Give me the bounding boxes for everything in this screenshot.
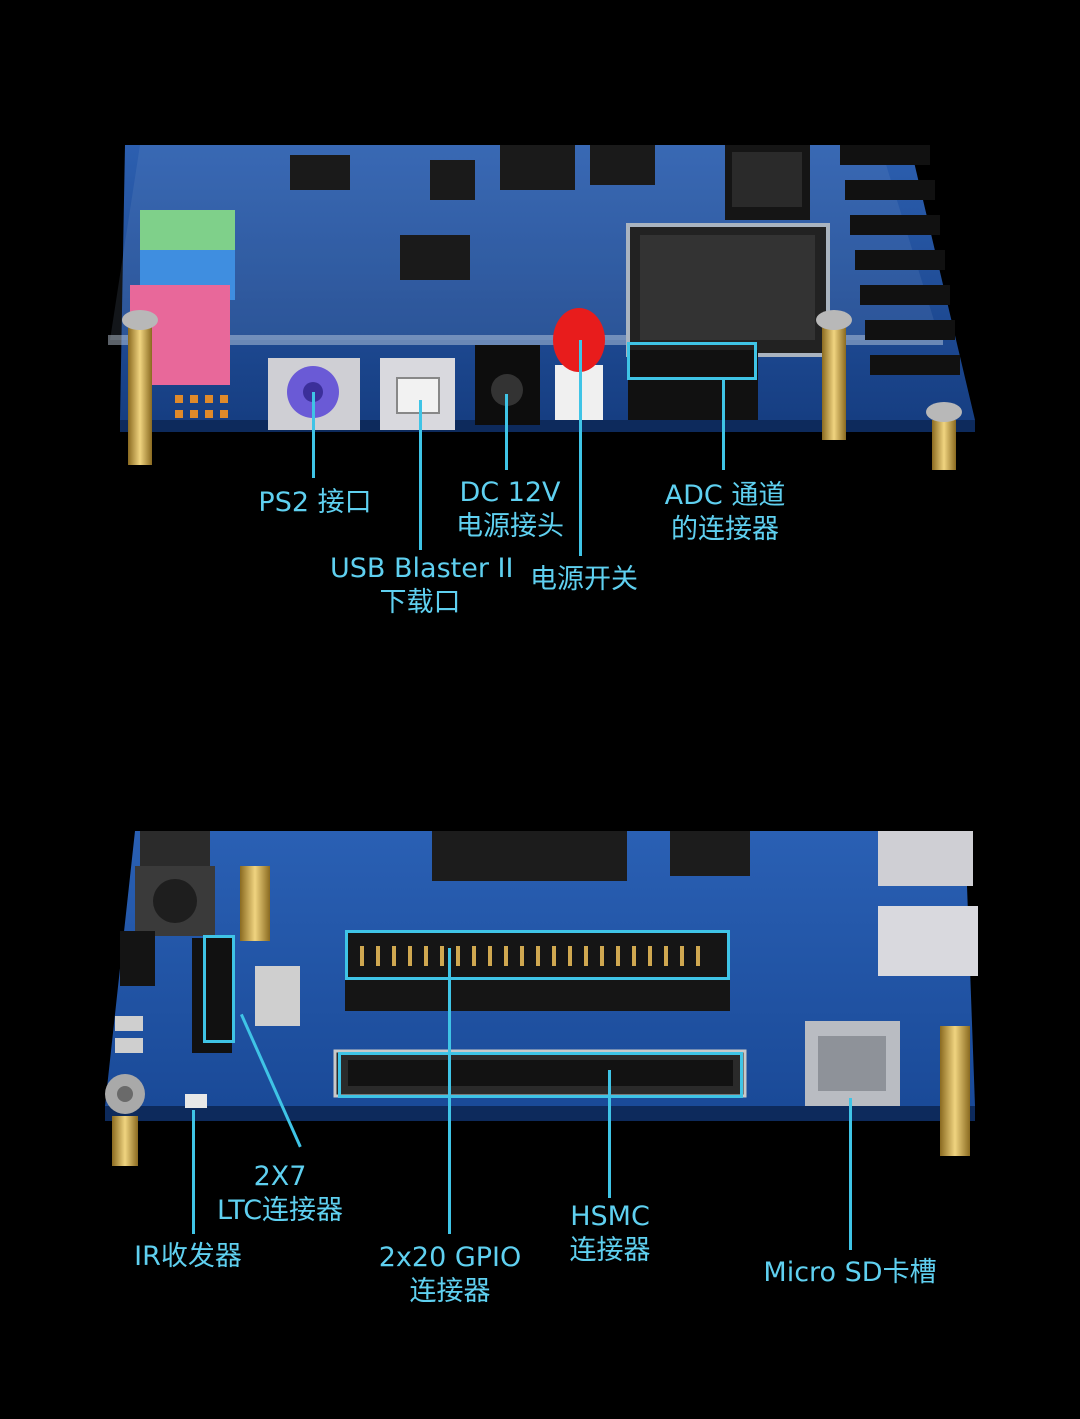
sd-label: Micro SD卡槽 xyxy=(763,1257,937,1288)
gpio-leader xyxy=(448,948,451,1234)
adc-callout: ADC 通道 的连接器 xyxy=(660,479,790,547)
ir-leader xyxy=(192,1110,195,1234)
sd-callout: Micro SD卡槽 xyxy=(750,1256,950,1290)
power-switch-leader xyxy=(579,340,582,556)
gpio-label-line1: 2x20 GPIO xyxy=(378,1242,522,1273)
adc-highlight-box xyxy=(627,342,757,380)
gpio-highlight-box xyxy=(345,930,730,980)
hsmc-callout: HSMC 连接器 xyxy=(550,1200,670,1268)
ir-callout: IR收发器 xyxy=(118,1240,258,1274)
ltc-callout: 2X7 LTC连接器 xyxy=(205,1160,355,1228)
ltc-label-line1: 2X7 xyxy=(253,1161,307,1192)
board-photo-bottom xyxy=(0,826,1080,1166)
ir-label: IR收发器 xyxy=(134,1241,242,1272)
power-switch-callout: 电源开关 xyxy=(524,563,644,597)
adc-label-line2: 的连接器 xyxy=(671,514,779,545)
dc-callout: DC 12V 电源接头 xyxy=(450,476,570,544)
adc-leader xyxy=(722,380,725,470)
hsmc-label-line2: 连接器 xyxy=(569,1235,651,1266)
ltc-highlight-box xyxy=(203,935,235,1043)
ltc-label-line2: LTC连接器 xyxy=(216,1195,344,1226)
gpio-callout: 2x20 GPIO 连接器 xyxy=(365,1241,535,1309)
board-photo-top xyxy=(0,140,1080,470)
dc-label-line1: DC 12V xyxy=(459,477,561,508)
usb-label-line2: 下载口 xyxy=(379,587,461,618)
hsmc-label-line1: HSMC xyxy=(570,1201,650,1232)
dc-label-line2: 电源接头 xyxy=(456,511,564,542)
board-bottom-illustration xyxy=(105,831,978,1166)
hsmc-highlight-box xyxy=(338,1052,743,1098)
ps2-label: PS2 接口 xyxy=(258,487,372,518)
usb-callout: USB Blaster II 下载口 xyxy=(330,552,514,620)
usb-label-line1: USB Blaster II xyxy=(330,553,514,584)
sd-leader xyxy=(849,1098,852,1250)
board-top-illustration xyxy=(108,145,975,470)
gpio-label-line2: 连接器 xyxy=(409,1276,491,1307)
ps2-leader xyxy=(312,392,315,478)
adc-label-line1: ADC 通道 xyxy=(664,480,786,511)
hsmc-leader xyxy=(608,1070,611,1198)
dc-leader xyxy=(505,394,508,470)
ps2-callout: PS2 接口 xyxy=(255,486,375,520)
power-switch-label: 电源开关 xyxy=(530,564,638,595)
usb-leader xyxy=(419,400,422,550)
